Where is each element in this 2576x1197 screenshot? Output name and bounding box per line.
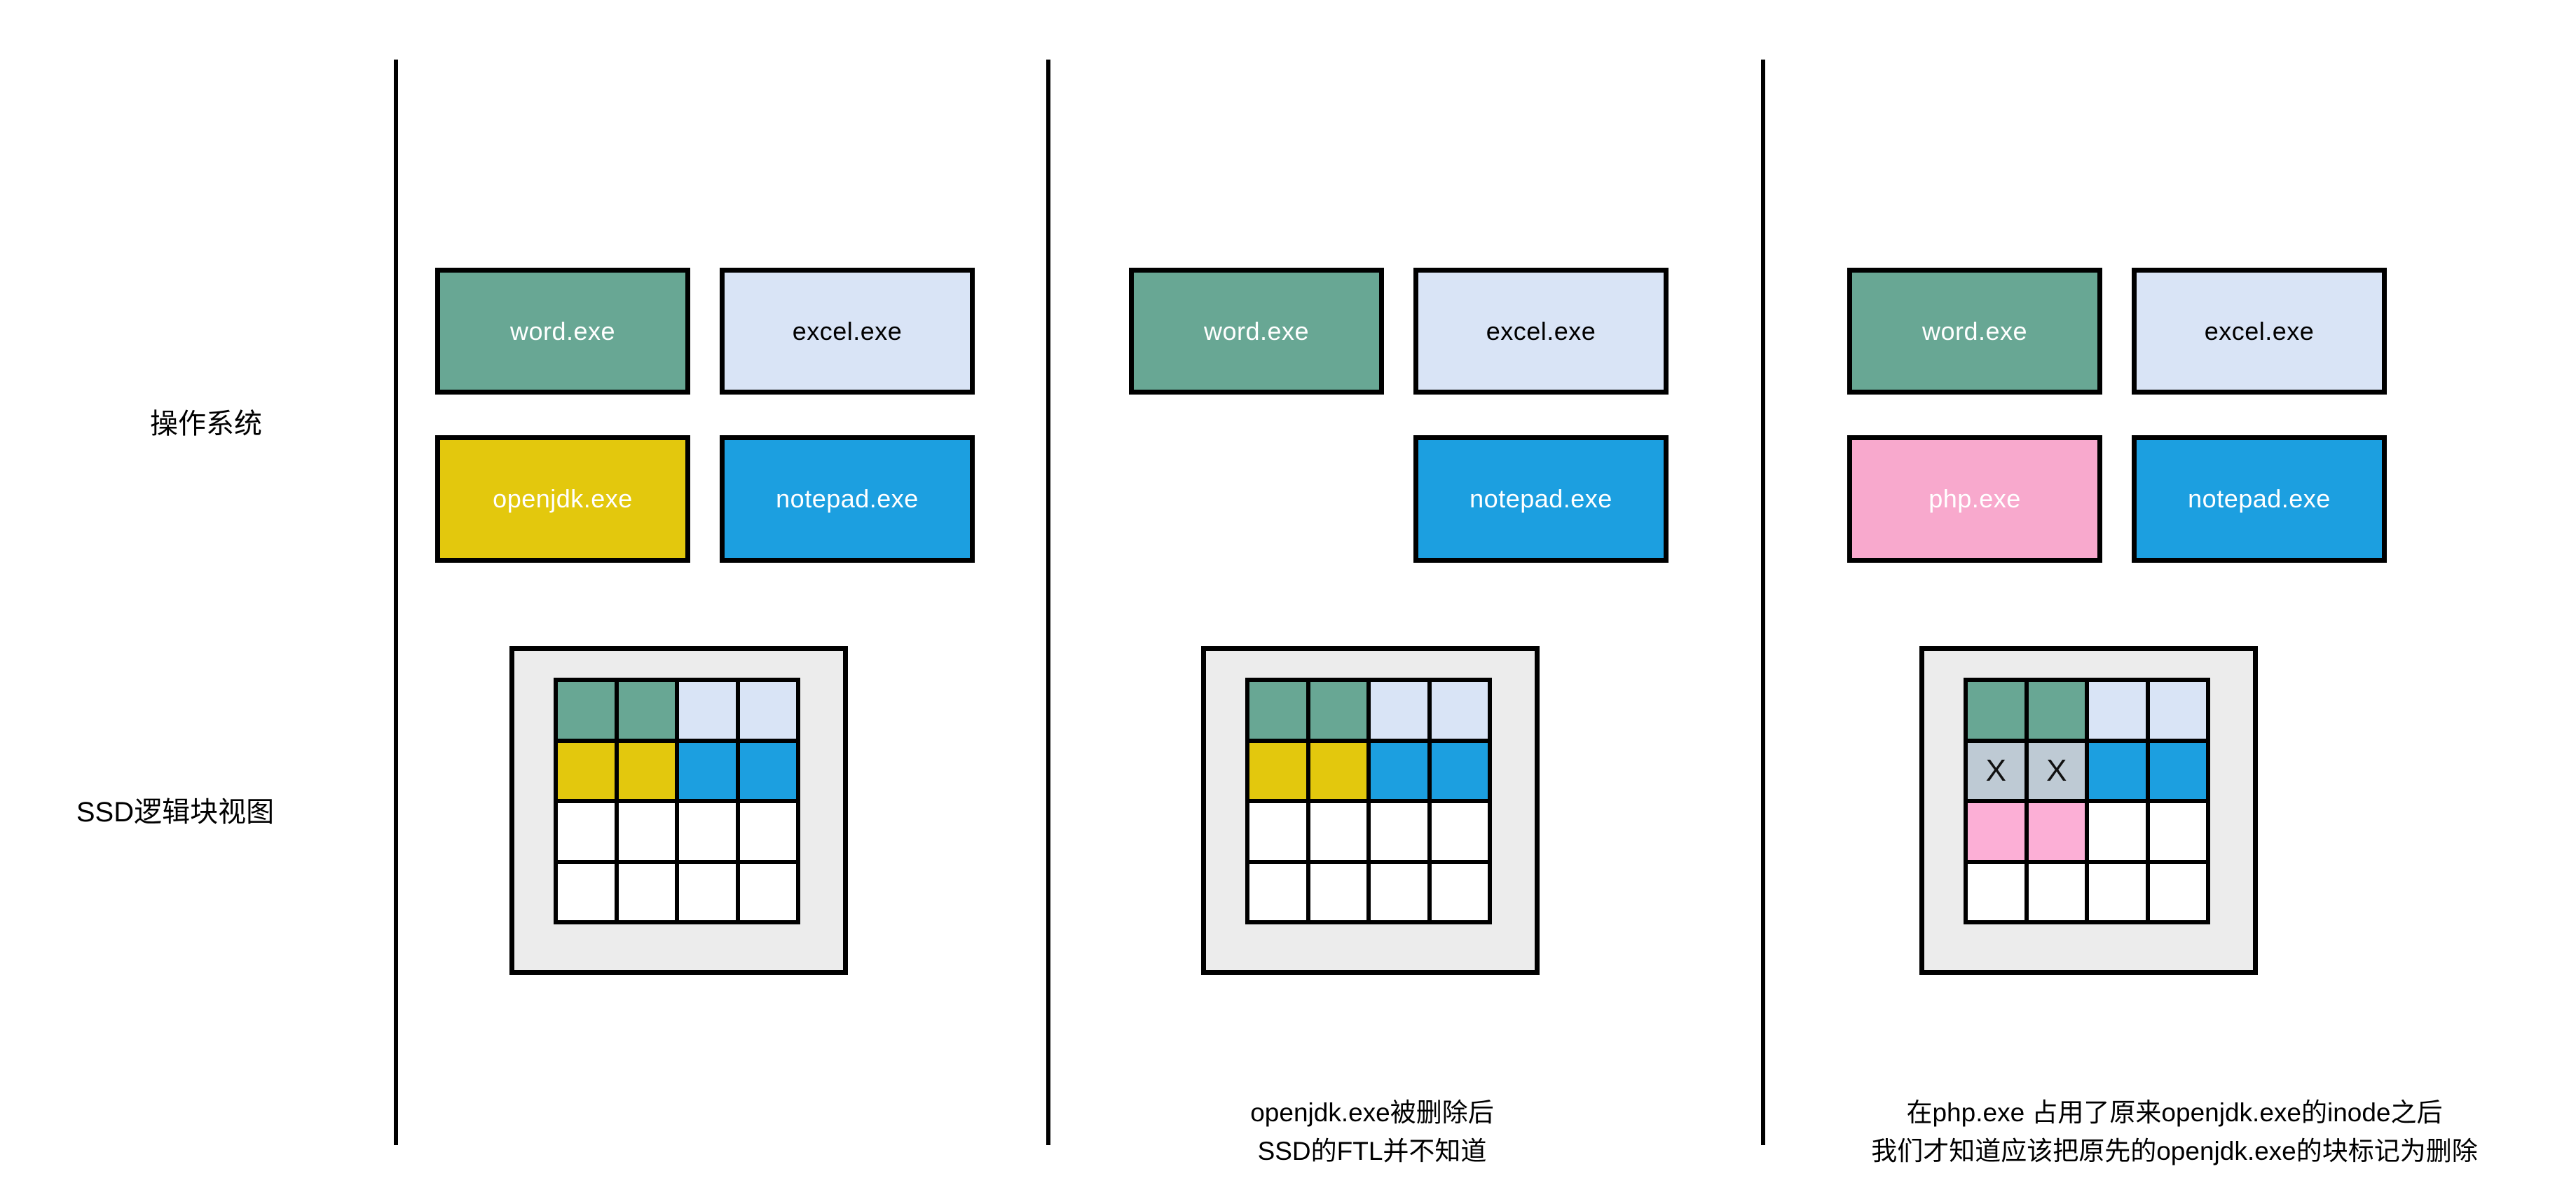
ssd-block-cell	[2089, 682, 2146, 739]
panel-separator-2	[1046, 60, 1050, 1145]
panel-2-caption: openjdk.exe被删除后 SSD的FTL并不知道	[1092, 1093, 1652, 1170]
app-box-notepad: notepad.exe	[1413, 435, 1669, 563]
ssd-block-cell	[1371, 742, 1427, 799]
ssd-block-cell	[2028, 682, 2085, 739]
ssd-block-cell	[1249, 682, 1306, 739]
ssd-block-cell	[2149, 863, 2206, 920]
ssd-block-cell	[1310, 742, 1366, 799]
ssd-block-cell	[1371, 863, 1427, 920]
ssd-block-cell	[1249, 803, 1306, 860]
caption-line: SSD的FTL并不知道	[1257, 1137, 1487, 1165]
ssd-block-cell	[2089, 742, 2146, 799]
ssd-block-cell	[618, 803, 675, 860]
ssd-block-cell	[1431, 742, 1488, 799]
empty-app-slot	[1129, 435, 1384, 563]
ssd-block-cell	[739, 742, 796, 799]
app-box-notepad: notepad.exe	[720, 435, 975, 563]
app-box-openjdk: openjdk.exe	[435, 435, 690, 563]
ssd-block-cell: X	[1968, 742, 2025, 799]
ssd-block-cell	[558, 682, 615, 739]
app-box-label: notepad.exe	[776, 484, 919, 513]
ssd-block-cell	[679, 803, 736, 860]
ssd-block-cell	[1310, 803, 1366, 860]
ssd-block-cell	[618, 742, 675, 799]
app-box-label: word.exe	[509, 316, 616, 346]
ssd-block-cell	[2149, 682, 2206, 739]
app-box-php: php.exe	[1847, 435, 2102, 563]
ssd-block-cell	[558, 863, 615, 920]
ssd-block-cell	[679, 682, 736, 739]
ssd-block-cell	[558, 803, 615, 860]
app-box-label: excel.exe	[2204, 316, 2315, 346]
ssd-block-cell	[739, 863, 796, 920]
ssd-block-cell	[1310, 682, 1366, 739]
app-box-excel: excel.exe	[2132, 268, 2387, 395]
app-box-notepad: notepad.exe	[2132, 435, 2387, 563]
ssd-block-cell	[679, 863, 736, 920]
ssd-block-cell	[558, 742, 615, 799]
ssd-block-cell	[739, 803, 796, 860]
ssd-logical-view-panel-2	[1201, 646, 1540, 975]
caption-line: 我们才知道应该把原先的openjdk.exe的块标记为删除	[1871, 1137, 2478, 1165]
ssd-block-cell: X	[2028, 742, 2085, 799]
ssd-block-cell	[1371, 682, 1427, 739]
ssd-block-cell	[739, 682, 796, 739]
ssd-block-cell	[1968, 682, 2025, 739]
apps-grid-panel-2: word.exe excel.exe notepad.exe	[1129, 268, 1669, 563]
ssd-block-grid	[554, 678, 800, 924]
app-box-label: word.exe	[1203, 316, 1310, 346]
app-box-word: word.exe	[1847, 268, 2102, 395]
ssd-logical-view-panel-1	[509, 646, 848, 975]
ssd-block-cell	[2149, 803, 2206, 860]
app-box-label: excel.exe	[1486, 316, 1596, 346]
app-box-excel: excel.exe	[720, 268, 975, 395]
panel-separator-3	[1761, 60, 1765, 1145]
app-box-label: word.exe	[1921, 316, 2028, 346]
panel-3-caption: 在php.exe 占用了原来openjdk.exe的inode之后 我们才知道应…	[1789, 1093, 2560, 1170]
app-box-word: word.exe	[1129, 268, 1384, 395]
app-box-label: excel.exe	[792, 316, 903, 346]
ssd-block-cell	[2089, 863, 2146, 920]
ssd-block-cell	[1968, 863, 2025, 920]
apps-grid-panel-1: word.exe excel.exe openjdk.exe notepad.e…	[435, 268, 975, 563]
ssd-row-label: SSD逻辑块视图	[76, 797, 275, 828]
ssd-block-cell	[2028, 863, 2085, 920]
panel-separator-1	[394, 60, 398, 1145]
ssd-block-cell	[2028, 803, 2085, 860]
caption-line: 在php.exe 占用了原来openjdk.exe的inode之后	[1906, 1098, 2443, 1127]
ssd-block-cell	[2089, 803, 2146, 860]
ssd-block-cell	[1249, 742, 1306, 799]
caption-line: openjdk.exe被删除后	[1250, 1098, 1494, 1127]
ssd-block-cell	[1249, 863, 1306, 920]
ssd-block-cell	[1968, 803, 2025, 860]
os-row-label: 操作系统	[150, 409, 262, 439]
ssd-block-cell	[679, 742, 736, 799]
app-box-label: openjdk.exe	[493, 484, 633, 513]
app-box-label: notepad.exe	[2188, 484, 2331, 513]
ssd-block-cell	[618, 863, 675, 920]
ssd-block-cell	[618, 682, 675, 739]
ssd-block-cell	[1431, 863, 1488, 920]
app-box-label: notepad.exe	[1469, 484, 1612, 513]
app-box-label: php.exe	[1928, 484, 2021, 513]
ssd-block-cell	[1371, 803, 1427, 860]
ssd-block-cell	[1431, 803, 1488, 860]
ssd-block-grid	[1245, 678, 1492, 924]
apps-grid-panel-3: word.exe excel.exe php.exe notepad.exe	[1847, 268, 2387, 563]
ssd-block-cell	[1310, 863, 1366, 920]
ssd-block-cell	[2149, 742, 2206, 799]
ssd-block-cell	[1431, 682, 1488, 739]
app-box-word: word.exe	[435, 268, 690, 395]
app-box-excel: excel.exe	[1413, 268, 1669, 395]
